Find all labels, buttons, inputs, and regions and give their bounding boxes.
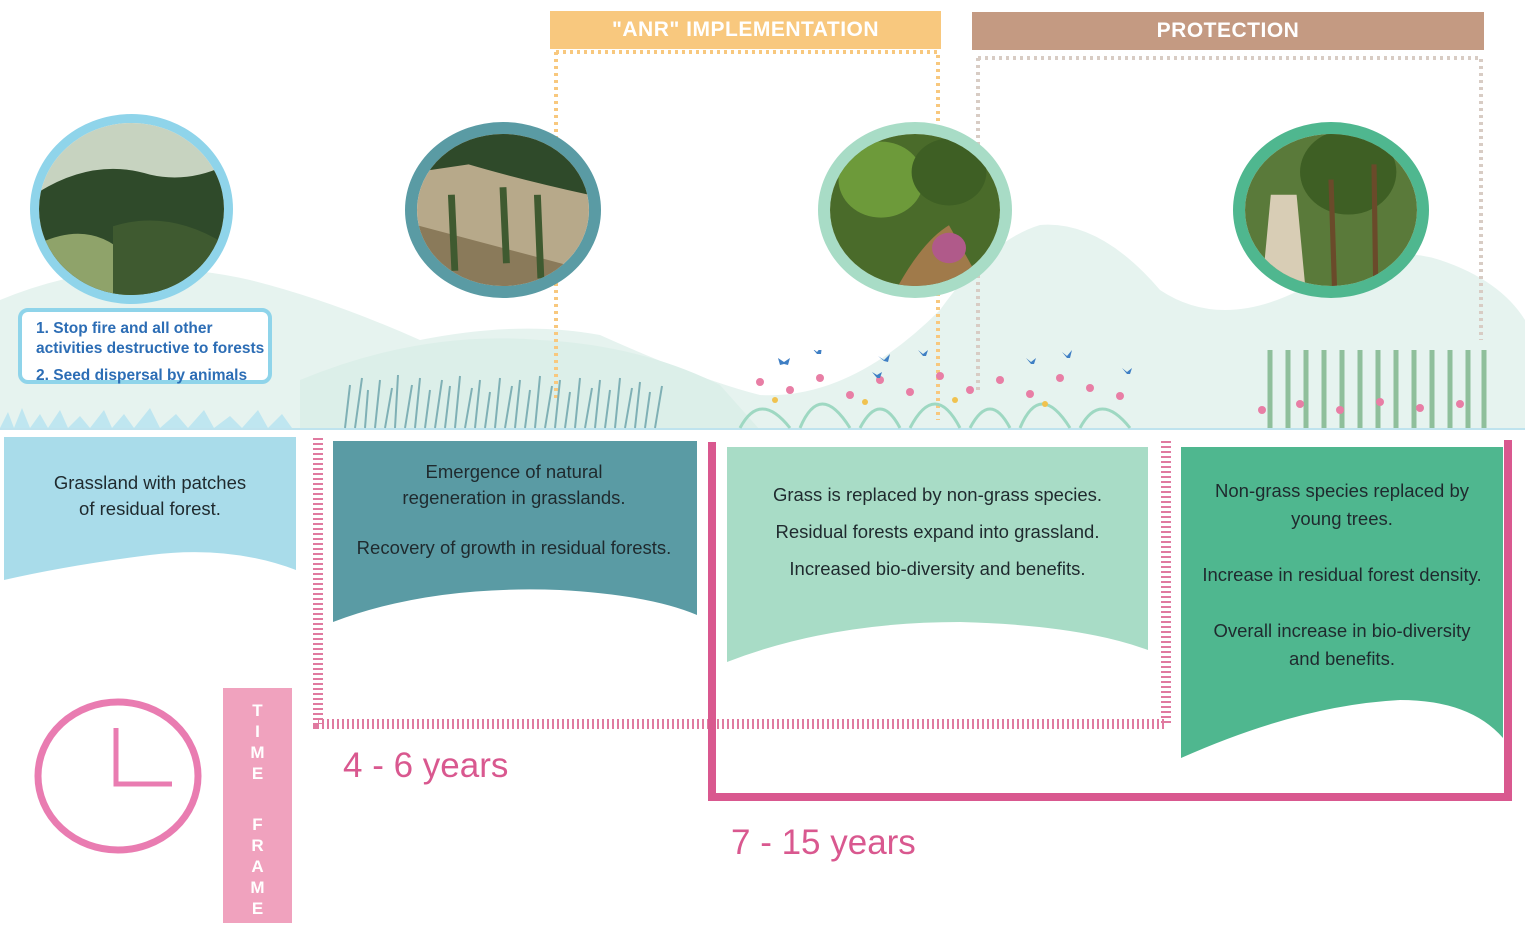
- stage-3-line-1: Grass is replaced by non-grass species.: [772, 484, 1103, 505]
- anr-implementation-banner: "ANR" IMPLEMENTATION: [550, 11, 941, 49]
- tf-letter: F: [252, 815, 263, 834]
- tf-letter: A: [251, 857, 264, 876]
- butterfly-icon: [778, 350, 1132, 378]
- ground-vegetation: [0, 350, 1487, 429]
- stage-2-description: Emergence of natural regeneration in gra…: [333, 459, 695, 561]
- grass-icon: [0, 408, 292, 428]
- stage-3-line-3: Increased bio-diversity and benefits.: [789, 558, 1086, 579]
- action-item-1-line-2: activities destructive to forests: [36, 340, 265, 357]
- stage-4-line-2: young trees.: [1291, 508, 1393, 529]
- stage-4-line-3: Increase in residual forest density.: [1202, 564, 1482, 585]
- background-hills: [0, 224, 1525, 430]
- stage-1-panel: [4, 437, 296, 580]
- stage-4-panel: [1181, 447, 1503, 758]
- stage-4-line-5: and benefits.: [1289, 648, 1395, 669]
- restoration-actions-box: 1. Stop fire and all other activities de…: [18, 308, 272, 384]
- stage-2-panel: [333, 441, 697, 622]
- stage-2-line-2: regeneration in grasslands.: [402, 487, 626, 508]
- tf-letter: E: [251, 899, 264, 918]
- tf-letter: I: [255, 722, 260, 741]
- stage-1-line-1: Grassland with patches: [53, 472, 247, 493]
- tf-letter: T: [252, 701, 263, 720]
- tf-letter: M: [250, 878, 265, 897]
- time-frame-label: T I M E F R A M E: [223, 688, 292, 923]
- stage-3-line-2: Residual forests expand into grassland.: [775, 521, 1100, 542]
- action-item-2: 2. Seed dispersal by animals: [36, 367, 248, 384]
- stage-3-description: Grass is replaced by non-grass species. …: [727, 482, 1148, 582]
- tf-letter: E: [251, 764, 264, 783]
- tf-letter: M: [250, 743, 265, 762]
- stage-1-line-2: of residual forest.: [79, 498, 221, 519]
- stage-4-line-1: Non-grass species replaced by: [1215, 480, 1469, 501]
- stage-3-panel: [727, 447, 1148, 662]
- short-timeframe-label: 4 - 6 years: [343, 746, 509, 785]
- stage-2-line-1: Emergence of natural: [425, 461, 603, 482]
- stage-2-line-3: Recovery of growth in residual forests.: [356, 537, 672, 558]
- long-timeframe-label: 7 - 15 years: [731, 823, 916, 862]
- action-item-1-line-1: 1. Stop fire and all other: [36, 320, 213, 337]
- stage-4-description: Non-grass species replaced by young tree…: [1181, 477, 1503, 673]
- protection-banner: PROTECTION: [972, 12, 1484, 50]
- clock-icon: [34, 698, 202, 854]
- stage-1-description: Grassland with patches of residual fores…: [4, 470, 296, 522]
- stage-4-line-4: Overall increase in bio-diversity: [1213, 620, 1471, 641]
- tf-letter: R: [251, 836, 264, 855]
- forest-photo-stage-1: [30, 114, 233, 304]
